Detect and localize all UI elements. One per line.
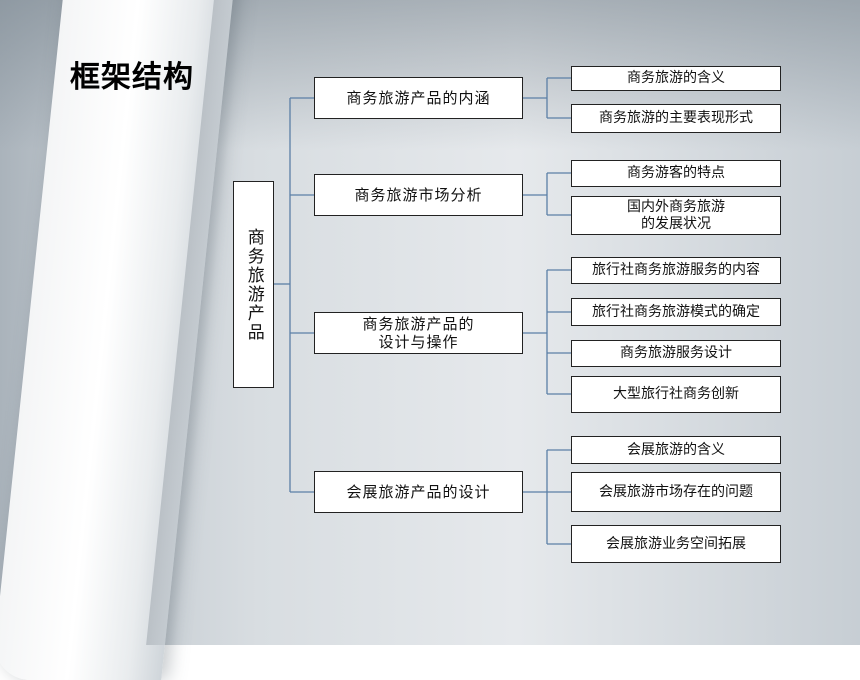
page-title: 框架结构 xyxy=(70,60,194,95)
leaf-node: 商务游客的特点 xyxy=(571,160,781,187)
leaf-node: 会展旅游业务空间拓展 xyxy=(571,525,781,563)
leaf-node: 国内外商务旅游 的发展状况 xyxy=(571,196,781,235)
branch-node: 会展旅游产品的设计 xyxy=(314,471,523,513)
connector-lines xyxy=(274,77,571,545)
leaf-node: 商务旅游的含义 xyxy=(571,66,781,91)
leaf-node: 商务旅游服务设计 xyxy=(571,340,781,367)
leaf-node: 大型旅行社商务创新 xyxy=(571,376,781,413)
leaf-node: 会展旅游的含义 xyxy=(571,436,781,464)
root-node: 商务旅游产品 xyxy=(233,181,274,388)
branch-node: 商务旅游产品的 设计与操作 xyxy=(314,312,523,354)
leaf-node: 会展旅游市场存在的问题 xyxy=(571,472,781,512)
leaf-node: 旅行社商务旅游模式的确定 xyxy=(571,298,781,326)
leaf-node: 旅行社商务旅游服务的内容 xyxy=(571,257,781,284)
leaf-node: 商务旅游的主要表现形式 xyxy=(571,104,781,133)
branch-node: 商务旅游市场分析 xyxy=(314,174,523,216)
branch-node: 商务旅游产品的内涵 xyxy=(314,77,523,119)
